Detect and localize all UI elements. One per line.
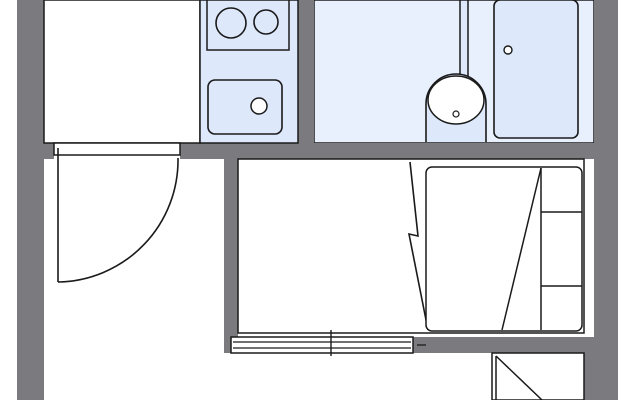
- burner-left: [215, 7, 247, 39]
- entrance-door: [53, 142, 181, 283]
- bathroom-fixtures: [425, 0, 579, 142]
- washbasin-drain: [452, 110, 460, 118]
- wall-lower-right-post: [584, 353, 594, 400]
- door-swing-arc: [57, 157, 179, 283]
- wardrobe: [237, 158, 585, 334]
- sink-drain: [250, 97, 268, 115]
- wall-lower-right: [411, 337, 594, 353]
- bed-edge: [501, 167, 542, 331]
- kitchen-counter: [199, 0, 299, 144]
- washbasin-bowl: [427, 75, 485, 125]
- sliding-window: [230, 330, 426, 356]
- sink: [207, 79, 283, 135]
- storage-door: [495, 355, 543, 400]
- wall-mid-left: [44, 143, 54, 159]
- storage: [491, 352, 585, 400]
- wall-inner-vertical: [224, 159, 238, 353]
- wall-mid-right: [180, 143, 594, 159]
- burner-right: [253, 9, 279, 35]
- door-leaf: [53, 142, 181, 156]
- bathtub-drain: [503, 45, 513, 55]
- wall-left: [17, 0, 44, 400]
- window-frame: [230, 336, 414, 354]
- storage-box: [491, 352, 585, 400]
- closet-area: [43, 0, 201, 144]
- bed: [425, 166, 583, 332]
- bathtub: [493, 0, 579, 139]
- walls: [17, 0, 618, 400]
- wall-right: [594, 0, 618, 400]
- shower-pipe: [459, 0, 469, 81]
- closet-folding-door: [407, 161, 429, 331]
- wall-kitchen-bath: [298, 0, 314, 143]
